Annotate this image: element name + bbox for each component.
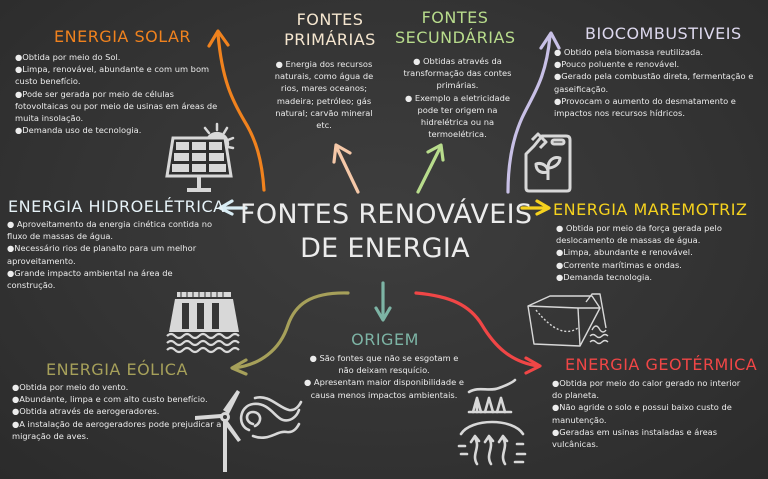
- arrow-to-secundarias: [416, 143, 445, 194]
- arrow-to-solar: [207, 29, 266, 192]
- solar-item: ●Demanda uso de tecnologia.: [15, 125, 142, 136]
- maremotriz-item: ●Demanda tecnologia.: [556, 271, 653, 282]
- arrow-to-eolica: [230, 291, 350, 376]
- main-title-line2: DE ENERGIA: [300, 233, 470, 264]
- arrow-to-hidro: [218, 199, 248, 216]
- geotermica-text: ●Obtida por meio do calor gerado no inte…: [552, 377, 752, 450]
- secundarias-title-line1: FONTES: [421, 8, 489, 27]
- arrow-to-biocombustiveis: [506, 31, 561, 194]
- eolica-item: ●Obtida através de aerogeradores.: [12, 406, 160, 417]
- solar-item: ●Limpa, renovável, abundante e com um bo…: [15, 64, 210, 87]
- solar-item: ●Pode ser gerada por meio de células fot…: [15, 88, 218, 124]
- secundarias-text: ● Obtidas através da transformação das c…: [400, 55, 515, 140]
- secundarias-title: FONTES SECUNDÁRIAS: [395, 8, 515, 48]
- geotermica-item: ●Obtida por meio do calor gerado no inte…: [552, 378, 741, 401]
- secundarias-item: ● Obtidas através da transformação das c…: [403, 56, 512, 91]
- geothermal-plant-icon: [457, 378, 527, 466]
- maremotriz-text: ● Obtida por meio da força gerada pelo d…: [556, 222, 741, 283]
- biocombustiveis-item: ●Pouco poluente e renovável.: [554, 59, 680, 70]
- dam-icon: [166, 292, 240, 354]
- primarias-title-line1: FONTES: [296, 10, 364, 29]
- maremotriz-item: ●Limpa, abundante e renovável.: [556, 247, 693, 258]
- origem-item: ● Apresentam maior disponibilidade e cau…: [304, 377, 464, 400]
- hidro-text: ● Aproveitamento da energia cinética con…: [7, 218, 217, 291]
- geotermica-title: ENERGIA GEOTÉRMICA: [565, 355, 758, 374]
- secundarias-item: ● Exemplo a eletricidade pode ter origem…: [404, 92, 511, 140]
- eolica-item: ●Abundante, limpa e com alto custo benef…: [12, 394, 208, 405]
- eolica-title: ENERGIA EÓLICA: [46, 360, 188, 379]
- arrow-to-geotermica: [414, 291, 542, 375]
- biocombustiveis-text: ● Obtido pela biomassa reutilizada. ●Pou…: [554, 46, 759, 119]
- geotermica-item: ●Geradas em usinas instaladas e áreas vu…: [552, 426, 718, 450]
- maremotriz-title: ENERGIA MAREMOTRIZ: [553, 200, 748, 219]
- eolica-text: ●Obtida por meio do vento. ●Abundante, l…: [12, 381, 222, 442]
- fuel-can-leaf-icon: [524, 132, 572, 193]
- geotermica-item: ●Não agride o solo e possui baixo custo …: [552, 402, 732, 425]
- eolica-item: ●A instalação de aerogeradores pode prej…: [12, 418, 222, 441]
- tidal-plant-icon: [527, 293, 609, 347]
- biocombustiveis-item: ●Gerado pela combustão direta, fermentaç…: [554, 71, 754, 94]
- hidro-item: ●Necessário rios de planalto para um mel…: [7, 243, 197, 266]
- solar-item: ●Obtida por meio do Sol.: [15, 52, 121, 62]
- biocombustiveis-item: ● Obtido pela biomassa reutilizada.: [554, 47, 703, 57]
- origem-title: ORIGEM: [351, 330, 419, 349]
- arrow-to-maremotriz: [520, 199, 551, 216]
- eolica-item: ●Obtida por meio do vento.: [12, 382, 129, 392]
- primarias-text: ● Energia dos recursos naturais, como ág…: [268, 58, 380, 131]
- primarias-item: ● Energia dos recursos naturais, como ág…: [274, 59, 374, 131]
- origem-text: ● São fontes que não se esgotam e não de…: [304, 352, 464, 401]
- biocombustiveis-title: BIOCOMBUSTIVEIS: [585, 24, 742, 43]
- biocombustiveis-item: ●Provocam o aumento do desmatamento e im…: [554, 95, 736, 119]
- main-title-line1: FONTES RENOVÁVEIS: [240, 199, 533, 230]
- primarias-title: FONTES PRIMÁRIAS: [270, 10, 390, 50]
- wind-turbine-icon: [195, 390, 303, 472]
- solar-panel-icon: [165, 122, 235, 192]
- origem-item: ● São fontes que não se esgotam e não de…: [309, 353, 459, 376]
- maremotriz-item: ● Obtida por meio da força gerada pelo d…: [556, 223, 722, 246]
- hidro-item: ● Aproveitamento da energia cinética con…: [7, 219, 213, 242]
- arrow-to-primarias: [332, 143, 360, 194]
- solar-text: ●Obtida por meio do Sol. ●Limpa, renováv…: [15, 51, 225, 136]
- arrow-to-origem: [374, 281, 392, 322]
- primarias-title-line2: PRIMÁRIAS: [284, 30, 376, 49]
- maremotriz-item: ●Corrente marítimas e ondas.: [556, 259, 682, 270]
- solar-title: ENERGIA SOLAR: [54, 27, 192, 46]
- secundarias-title-line2: SECUNDÁRIAS: [395, 28, 516, 47]
- hidro-title: ENERGIA HIDROELÉTRICA: [8, 197, 225, 216]
- main-title: FONTES RENOVÁVEIS DE ENERGIA: [240, 198, 533, 266]
- hidro-item: ●Grande impacto ambiental na área de con…: [7, 267, 173, 291]
